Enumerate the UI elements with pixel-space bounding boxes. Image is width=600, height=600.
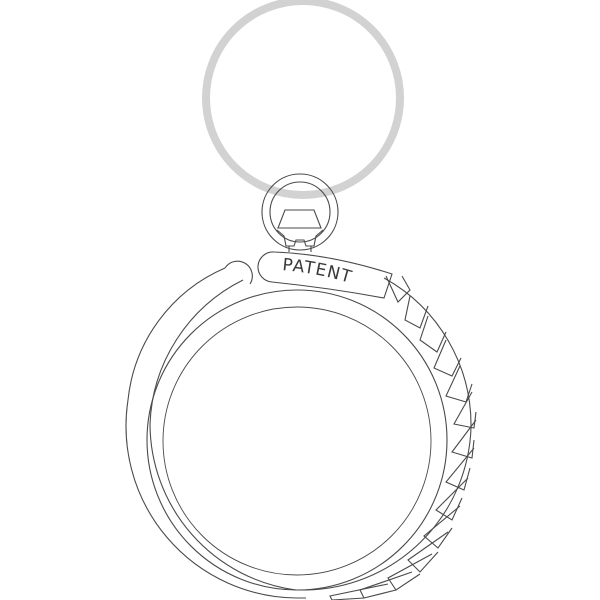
body-left-arm — [149, 277, 472, 591]
bail-outer — [261, 173, 339, 251]
insert-face — [162, 306, 432, 576]
bail-clip — [276, 229, 324, 247]
body-arm-tip — [127, 260, 253, 401]
grip-notches — [329, 275, 477, 600]
insert-bezel — [146, 289, 448, 591]
patent-stamp-path: PATENT — [282, 255, 354, 288]
insert-window — [146, 289, 448, 591]
keychain-body — [125, 251, 477, 600]
split-ring — [202, 0, 404, 199]
patent-stamp-text: PATENT — [282, 255, 355, 288]
body-outer-rim — [125, 399, 306, 599]
stamp-tab — [257, 251, 393, 299]
bail-inner — [269, 181, 331, 243]
bail-slot — [277, 209, 322, 229]
bail-stem — [288, 246, 312, 252]
bail-connector — [261, 173, 339, 252]
